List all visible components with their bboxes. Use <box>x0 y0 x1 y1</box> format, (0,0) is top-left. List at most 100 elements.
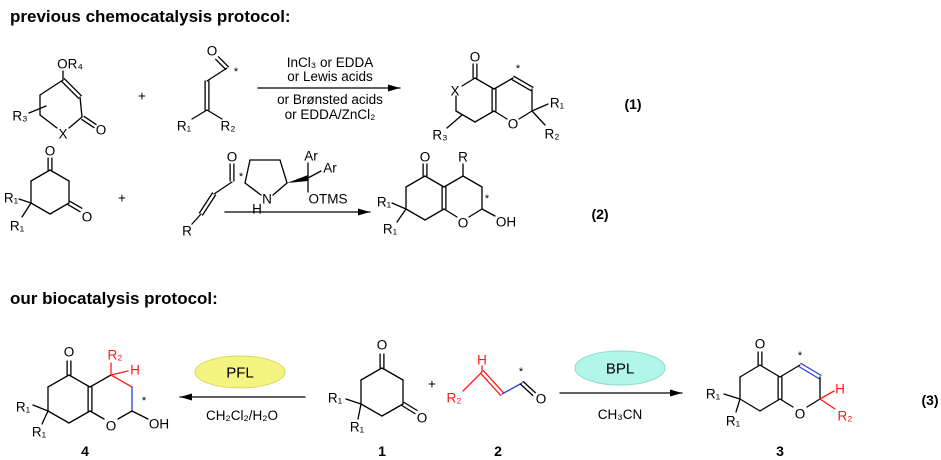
bond <box>424 208 445 221</box>
bond <box>83 115 97 126</box>
atom-r1: R₁ <box>550 96 565 111</box>
atom-o: O <box>420 150 431 165</box>
bond <box>81 118 95 129</box>
bond <box>735 398 741 413</box>
bond <box>360 367 383 381</box>
compound-4: O R₂ H O OH * R₁ R₁ 4 <box>16 345 169 460</box>
bond <box>518 110 533 120</box>
bond <box>49 202 70 215</box>
bond <box>443 175 464 188</box>
atom-o: O <box>64 345 75 360</box>
bond <box>345 398 362 405</box>
atom-r1: R₁ <box>4 191 19 206</box>
atom-r2: R₂ <box>545 127 560 142</box>
arrow-head <box>358 208 370 216</box>
reaction-1-conditions: InCl₃ or EDDA or Lewis acids or Brønsted… <box>277 55 383 122</box>
atom-ar: Ar <box>323 161 337 176</box>
arrow-head <box>670 389 682 397</box>
bond <box>68 116 83 129</box>
reaction-2-product: O R O OH * R₁ R₁ <box>377 150 516 237</box>
compound-number: 3 <box>776 443 784 459</box>
solvent-label: CH₃CN <box>598 407 643 422</box>
bond <box>89 374 112 388</box>
bond <box>357 403 362 420</box>
enzyme-label: PFL <box>226 365 254 382</box>
bond <box>446 114 463 129</box>
atom-o: O <box>96 123 107 138</box>
bond <box>493 77 514 90</box>
atom-o: O <box>536 392 547 407</box>
bpl-enzyme-badge <box>574 350 666 386</box>
atom-o: O <box>377 338 388 353</box>
bond <box>474 77 495 90</box>
arrow-head <box>180 393 192 401</box>
bond <box>49 169 70 182</box>
bond <box>67 203 81 213</box>
atom-r1: R₁ <box>177 119 192 134</box>
bond <box>244 182 262 196</box>
bond <box>468 208 483 218</box>
atom-o: O <box>470 50 481 65</box>
atom-otms: OTMS <box>309 192 348 207</box>
reaction-2-substrate-a: O O R₁ R₁ <box>4 144 92 234</box>
equation-number: (3) <box>921 392 938 408</box>
bond <box>461 77 476 87</box>
plus-sign: + <box>118 191 126 206</box>
atom-r1: R₁ <box>350 420 365 435</box>
stereo-star: * <box>516 63 521 75</box>
plus-sign: + <box>428 377 436 392</box>
atom-or4: OR₄ <box>57 57 83 72</box>
bond <box>391 202 407 210</box>
bond <box>455 110 476 123</box>
bond <box>279 159 288 184</box>
heading-previous: previous chemocatalysis protocol: <box>10 7 291 26</box>
atom-r1: R₁ <box>32 425 47 440</box>
stereo-star: * <box>485 193 490 205</box>
bond <box>63 78 82 97</box>
bond <box>806 398 821 408</box>
bond <box>215 58 227 70</box>
bond <box>482 370 505 394</box>
bond <box>39 79 64 96</box>
bond <box>443 208 458 218</box>
atom-r: R <box>182 224 192 239</box>
bond <box>405 208 426 221</box>
bond <box>462 371 483 392</box>
bond <box>213 181 233 195</box>
bond <box>61 80 80 99</box>
bond <box>798 365 820 380</box>
stereo-star: * <box>239 171 244 183</box>
solvent-label: CH₂Cl₂/H₂O <box>206 408 278 423</box>
bond <box>800 362 822 377</box>
bond <box>47 410 70 424</box>
bond <box>47 374 70 388</box>
reaction-1-substrate-b: O * R₁ R₂ <box>177 44 239 134</box>
stereo-star: * <box>519 366 524 378</box>
atom-n: N <box>262 192 272 207</box>
atom-o: O <box>45 144 56 159</box>
bonds <box>18 56 836 425</box>
bond <box>462 175 483 188</box>
atom-r1: R₁ <box>10 219 25 234</box>
bond <box>191 213 202 225</box>
bond <box>531 103 549 112</box>
compound-number: 2 <box>494 443 502 459</box>
atom-r1: R₁ <box>726 414 741 429</box>
atom-h: H <box>130 363 140 378</box>
pfl-enzyme-badge <box>194 355 286 389</box>
stereo-star: * <box>798 350 803 362</box>
bond <box>819 390 835 400</box>
bond <box>201 194 217 216</box>
bond <box>479 372 502 396</box>
atom-r2: R₂ <box>838 409 853 424</box>
reaction-1-substrate-a: OR₄ R₃ X O <box>12 57 106 142</box>
condition-line: or EDDA/ZnCl₂ <box>285 107 376 122</box>
bond <box>405 175 426 188</box>
bond <box>522 380 536 394</box>
bond <box>739 364 761 378</box>
bond <box>501 382 523 395</box>
bpl-conditions: BPL CH₃CN <box>574 350 666 422</box>
compound-2: H R₂ * O 2 <box>447 353 547 460</box>
reaction-2-catalyst: N H Ar Ar OTMS <box>252 149 347 217</box>
compound-1: O O R₁ R₁ 1 <box>328 338 427 460</box>
